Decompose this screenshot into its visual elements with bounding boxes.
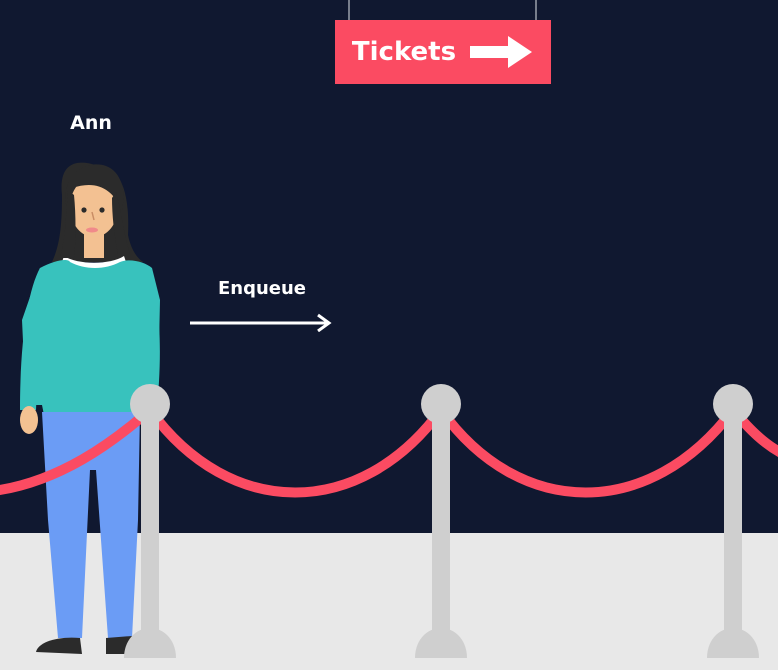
tickets-sign: Tickets <box>335 20 551 84</box>
arrow-right-icon <box>470 36 533 68</box>
person-name: Ann <box>70 112 112 134</box>
sign-wires <box>348 0 537 22</box>
stanchion-post <box>124 384 176 658</box>
arrow-right-icon <box>190 313 332 332</box>
person-illustration <box>20 162 160 654</box>
tickets-sign-label: Tickets <box>351 37 457 67</box>
stanchion-post <box>707 384 759 658</box>
stanchion-post <box>415 384 467 658</box>
enqueue-label: Enqueue <box>217 278 307 299</box>
